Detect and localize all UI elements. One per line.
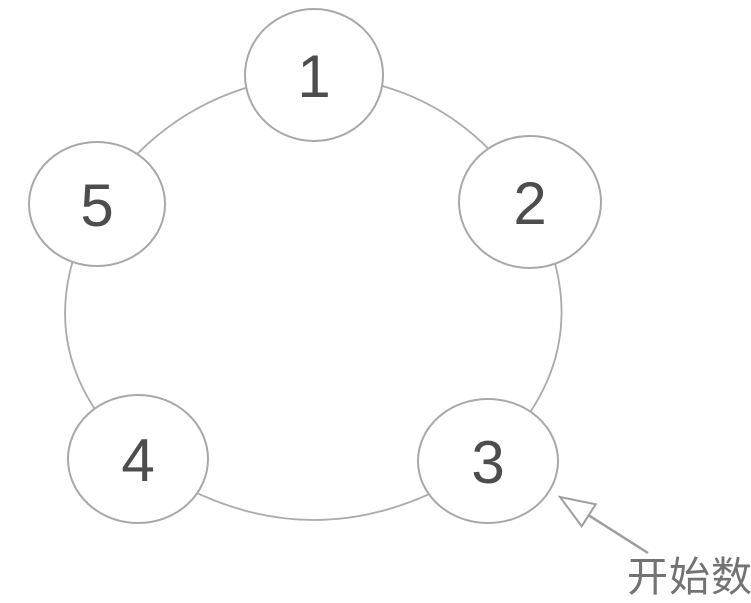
node-circle	[417, 398, 559, 524]
node-circle	[244, 8, 384, 142]
node-number: 1	[297, 43, 330, 110]
arrow-head-icon	[557, 495, 598, 528]
node-number: 4	[121, 427, 154, 494]
node-number: 3	[471, 429, 504, 496]
start-counting-label: 开始数	[627, 554, 751, 600]
node-number: 2	[513, 170, 546, 237]
node-2: 2	[458, 135, 602, 269]
node-3: 3	[417, 398, 559, 524]
node-circle	[458, 135, 602, 269]
node-1: 1	[244, 8, 384, 142]
node-circle	[67, 394, 209, 524]
node-circle	[28, 141, 166, 267]
node-number: 5	[80, 172, 113, 239]
node-5: 5	[28, 141, 166, 267]
node-4: 4	[67, 394, 209, 524]
nodes-layer: 1 2 3 4 5	[28, 8, 602, 524]
